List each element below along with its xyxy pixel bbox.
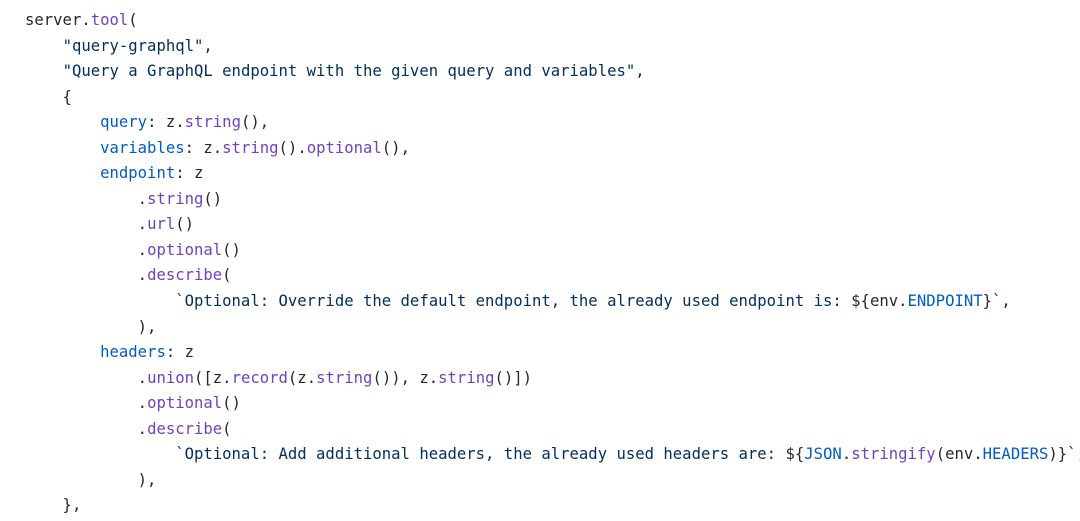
code-token <box>25 445 175 463</box>
code-token: : z <box>175 164 204 183</box>
code-line: `Optional: Add additional headers, the a… <box>25 442 1080 468</box>
code-token <box>25 62 63 80</box>
code-line: "query-graphql", <box>25 34 1080 60</box>
code-token: ${env. <box>851 292 908 311</box>
code-token: : z <box>165 343 194 362</box>
code-token: string <box>438 368 495 387</box>
code-token: . <box>25 189 148 208</box>
code-token: describe <box>147 419 223 438</box>
code-line: query: z.string(), <box>25 110 1080 136</box>
code-token: JSON <box>804 445 842 464</box>
code-token: (), <box>240 113 270 132</box>
code-token: }, <box>25 496 82 515</box>
code-token: { <box>25 87 72 106</box>
code-token: : z. <box>184 138 223 157</box>
code-token: () <box>175 215 195 234</box>
code-token: `Optional: Add additional headers, the a… <box>175 445 786 464</box>
code-token: optional <box>306 138 382 157</box>
code-line: { <box>25 85 1080 111</box>
code-token: ( <box>128 11 138 29</box>
code-token: ENDPOINT <box>907 292 983 311</box>
code-token: ([z. <box>194 368 232 387</box>
code-token: . <box>25 419 148 438</box>
code-token: string <box>147 189 204 208</box>
code-token: ), <box>25 317 157 336</box>
code-token: variables <box>100 138 185 157</box>
code-token: query <box>100 113 148 132</box>
code-token: headers <box>100 343 166 362</box>
code-token: . <box>25 368 148 387</box>
code-token: stringify <box>851 445 936 464</box>
code-block: server.tool( "query-graphql", "Query a G… <box>25 8 1080 519</box>
code-token: , <box>1001 292 1011 311</box>
code-token: , <box>635 62 645 81</box>
code-token: ()]) <box>494 368 533 387</box>
code-token: ` <box>1067 445 1077 464</box>
code-line: .optional() <box>25 238 1080 264</box>
code-token <box>25 292 175 310</box>
code-token: string <box>184 113 241 132</box>
code-token: union <box>147 368 195 387</box>
code-token: ), <box>25 470 157 489</box>
code-line: headers: z <box>25 340 1080 366</box>
code-token: () <box>222 394 241 413</box>
code-token: tool <box>90 11 129 29</box>
code-token: record <box>231 368 288 387</box>
code-line: variables: z.string().optional(), <box>25 136 1080 162</box>
code-token: (z. <box>287 368 317 387</box>
code-token: "Query a GraphQL endpoint with the given… <box>62 62 636 81</box>
code-token: () <box>203 189 223 208</box>
code-token: "query-graphql" <box>62 36 204 55</box>
code-token: ( <box>222 419 232 438</box>
code-token: () <box>222 240 241 259</box>
code-token: )} <box>1048 445 1068 464</box>
code-token: (), <box>381 138 410 157</box>
code-line: "Query a GraphQL endpoint with the given… <box>25 59 1080 85</box>
code-token <box>25 343 100 361</box>
code-token: ${ <box>785 445 805 464</box>
code-line: endpoint: z <box>25 161 1080 187</box>
code-token: (). <box>278 138 307 157</box>
code-line: .url() <box>25 212 1080 238</box>
code-token <box>25 164 100 182</box>
code-token: . <box>841 445 852 464</box>
code-token: ()), z. <box>372 368 439 387</box>
code-token: optional <box>147 394 223 413</box>
code-token: } <box>982 292 993 311</box>
code-token: `Optional: Override the default endpoint… <box>175 292 852 311</box>
code-token: : z. <box>147 113 185 132</box>
code-token: , <box>203 36 213 55</box>
code-token: string <box>222 138 279 157</box>
code-line: `Optional: Override the default endpoint… <box>25 289 1080 315</box>
code-line: }, <box>25 493 1080 519</box>
code-token <box>25 37 63 55</box>
code-token: (env. <box>935 445 983 464</box>
code-line: .string() <box>25 187 1080 213</box>
code-token: url <box>147 215 176 234</box>
code-token: ` <box>992 292 1002 311</box>
code-token: . <box>25 266 148 285</box>
code-line: ), <box>25 315 1080 341</box>
code-line: .optional() <box>25 391 1080 417</box>
code-line: .describe( <box>25 263 1080 289</box>
code-token: describe <box>147 266 223 285</box>
code-line: server.tool( <box>25 8 1080 34</box>
code-token: . <box>25 394 148 413</box>
code-token: , <box>1077 445 1080 463</box>
code-token <box>25 139 100 157</box>
code-line: .describe( <box>25 417 1080 443</box>
code-token: ( <box>222 266 232 285</box>
code-line: ), <box>25 468 1080 494</box>
code-token: HEADERS <box>982 445 1049 464</box>
code-token: string <box>316 368 373 387</box>
code-line: .union([z.record(z.string()), z.string()… <box>25 366 1080 392</box>
code-token <box>25 113 100 131</box>
code-token: . <box>25 215 148 234</box>
code-token: server. <box>25 11 91 29</box>
code-token: endpoint <box>100 164 176 183</box>
code-token: optional <box>147 240 223 259</box>
code-token: . <box>25 240 148 259</box>
